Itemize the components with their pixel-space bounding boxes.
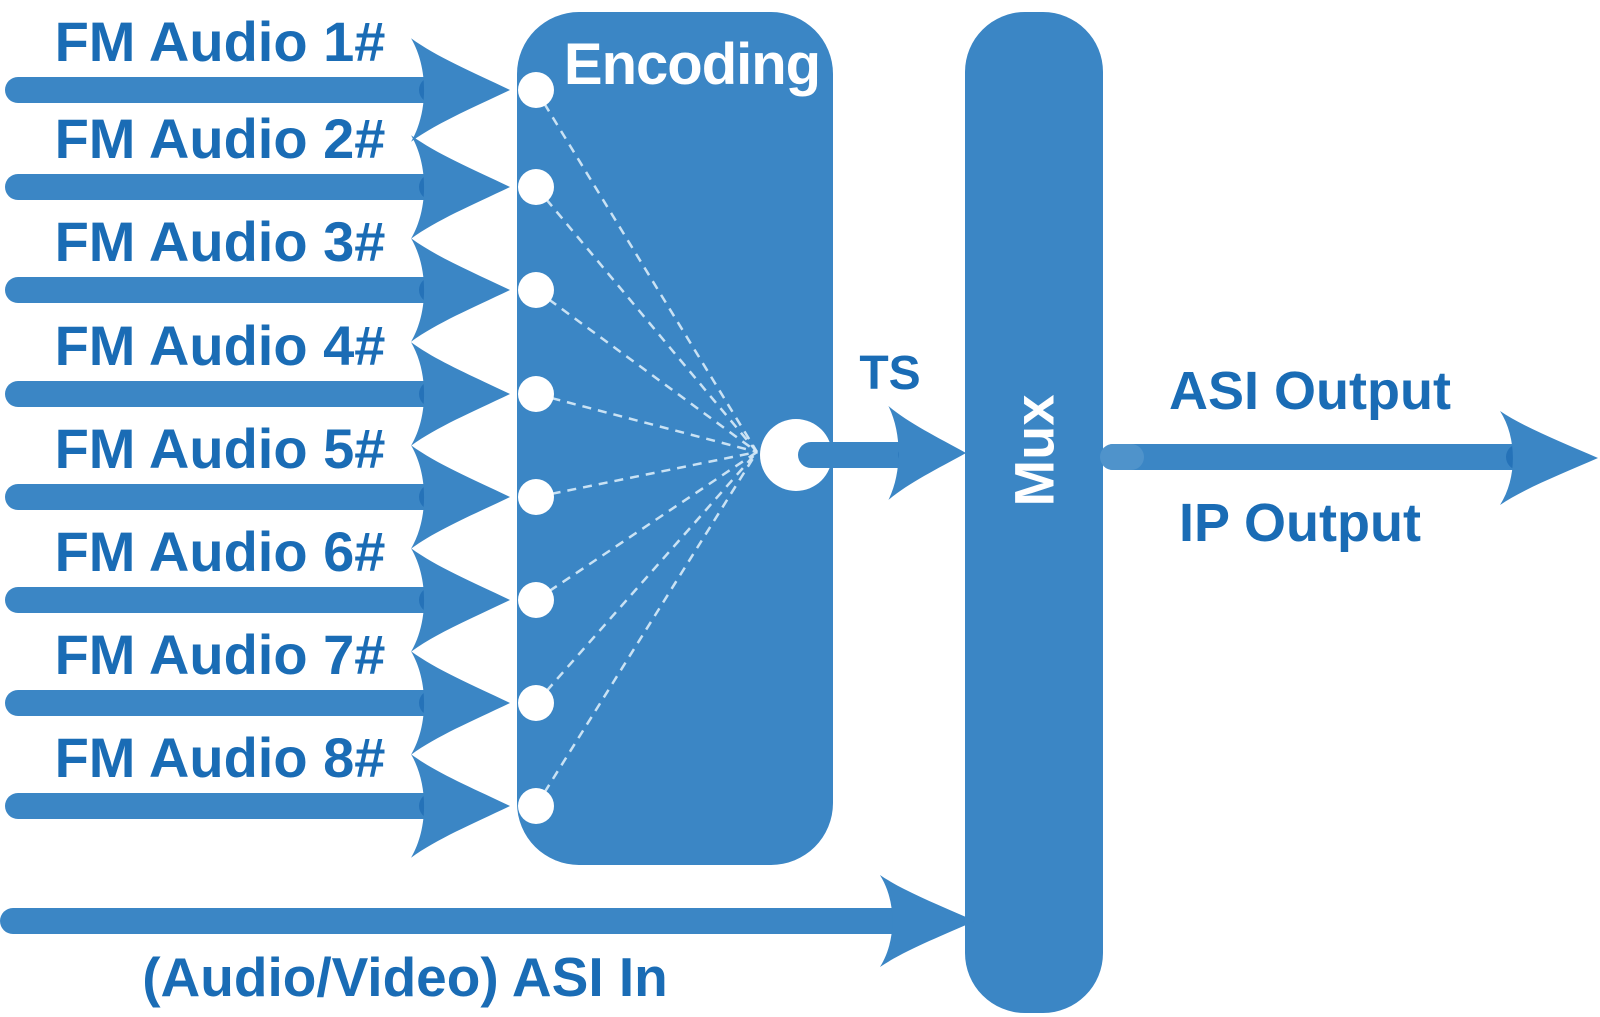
encoder-port-dot xyxy=(518,72,554,108)
fm-input-label: FM Audio 7# xyxy=(54,623,386,686)
encoding-title: Encoding xyxy=(563,32,821,97)
fm-input-arrow-bar xyxy=(5,690,449,716)
fm-input-label: FM Audio 4# xyxy=(54,314,386,377)
fm-input-label: FM Audio 1# xyxy=(54,10,386,73)
mux-label: Mux xyxy=(1002,394,1066,506)
fm-input-arrowhead-icon xyxy=(411,754,510,858)
encoder-port-dot xyxy=(518,272,554,308)
fm-input-arrowhead-icon xyxy=(411,38,510,142)
fm-input-label: FM Audio 3# xyxy=(54,210,386,273)
ts-arrowhead-icon xyxy=(888,406,966,500)
fm-input-arrowhead-icon xyxy=(411,135,510,239)
fm-input-arrow-bar xyxy=(5,381,449,407)
fm-input-arrow-bar xyxy=(5,793,449,819)
fm-input-arrow-bar xyxy=(5,587,449,613)
output-arrow-start-cap xyxy=(1100,444,1144,470)
fm-input-arrow-bar xyxy=(5,77,449,103)
fm-input-arrowhead-icon xyxy=(411,342,510,446)
ts-label: TS xyxy=(859,347,921,400)
output-arrowhead-icon xyxy=(1500,411,1598,505)
fm-input-arrow-bar xyxy=(5,277,449,303)
asi-output-label: ASI Output xyxy=(1169,361,1451,421)
encoder-port-dot xyxy=(518,479,554,515)
encoder-port-dot xyxy=(518,788,554,824)
encoder-port-dot xyxy=(518,582,554,618)
encoder-port-dot xyxy=(518,169,554,205)
encoder-port-dot xyxy=(518,685,554,721)
ip-output-label: IP Output xyxy=(1179,493,1421,553)
encoder-port-dot xyxy=(518,376,554,412)
fm-input-label: FM Audio 5# xyxy=(54,417,386,480)
fm-input-arrowhead-icon xyxy=(411,651,510,755)
fm-input-label: FM Audio 6# xyxy=(54,520,386,583)
mux-block: Mux xyxy=(965,12,1103,1013)
asi-in-arrow-bar xyxy=(0,908,926,934)
fm-input-arrowhead-icon xyxy=(411,445,510,549)
fm-input-arrow-bar xyxy=(5,484,449,510)
asi-in-label: (Audio/Video) ASI In xyxy=(142,946,668,1008)
asi-in-arrowhead-icon xyxy=(879,874,975,968)
fm-input-label: FM Audio 8# xyxy=(54,726,386,789)
fm-input-label: FM Audio 2# xyxy=(54,107,386,170)
output-arrow-bar xyxy=(1100,444,1532,470)
fm-input-arrowhead-icon xyxy=(411,548,510,652)
fm-input-arrow-bar xyxy=(5,174,449,200)
fm-input-arrowhead-icon xyxy=(411,238,510,342)
